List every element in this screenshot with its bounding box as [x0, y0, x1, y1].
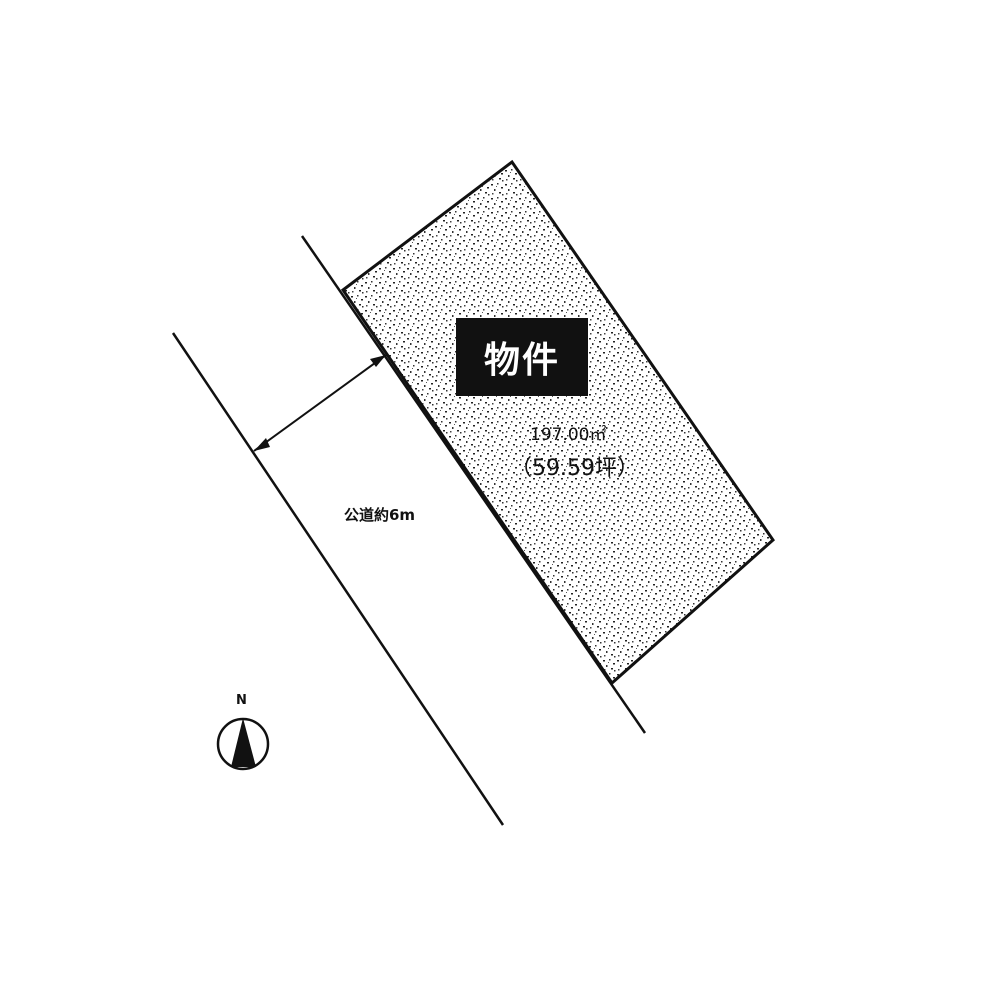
parcel-area-tsubo: （59.59坪） [510, 456, 639, 481]
north-arrow-icon [216, 717, 270, 771]
road-label: 公道約6m [344, 506, 416, 524]
road-edge-left [171, 332, 505, 826]
parcel-area-sqm: 197.00㎡ [530, 425, 607, 445]
dimension-arrowhead-left [254, 438, 270, 451]
dimension-arrowhead-right [370, 355, 386, 367]
parcel-label: 物件 [483, 340, 560, 381]
road-width-dimension-line [253, 354, 387, 452]
north-label: N [236, 693, 247, 708]
parcel-label-box: 物件 [456, 318, 588, 396]
parcel-polygon [340, 159, 775, 686]
